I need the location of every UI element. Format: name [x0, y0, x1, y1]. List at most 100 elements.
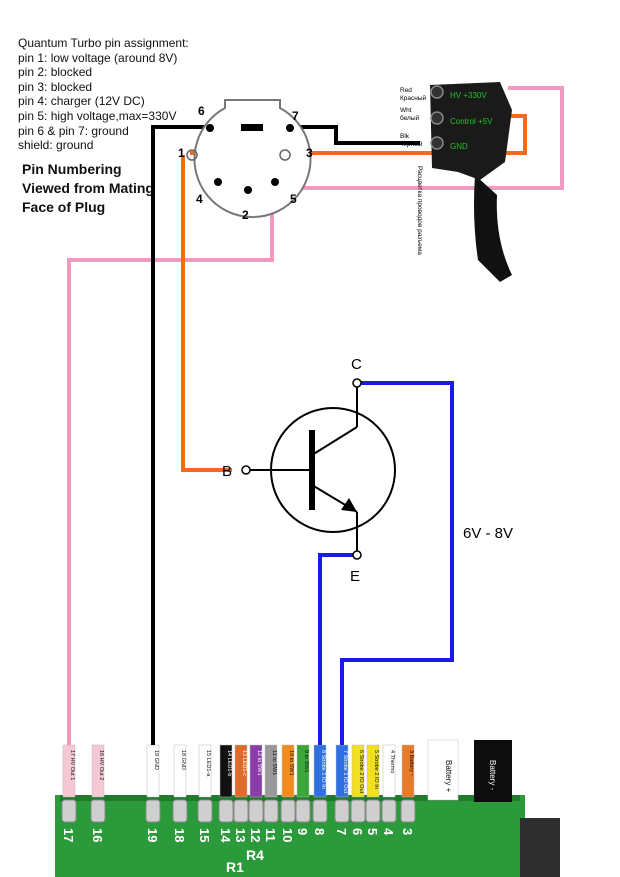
pcb-solder-pads — [61, 799, 416, 823]
cable-side-text: Расцветка проводов разъема — [416, 166, 423, 255]
wire-tag-sleeve — [173, 744, 187, 798]
wire-tag-sleeve — [401, 744, 415, 798]
emitter-arrow — [341, 498, 357, 512]
ground-wire-right — [278, 125, 420, 145]
pin-num-2: 2 — [242, 208, 249, 222]
plug-pin-black — [430, 136, 444, 150]
solder-pad — [280, 799, 296, 823]
socket-pin-3 — [279, 149, 291, 161]
control-tag-text: Control +5V — [450, 117, 493, 126]
silk-r4: R4 — [246, 847, 264, 863]
cable-body — [474, 175, 512, 282]
solder-pad — [365, 799, 381, 823]
wire-tag-sleeve — [366, 744, 380, 798]
wire-tag-text: 15 LED1-a — [205, 750, 211, 777]
board-pin-number: 17 — [61, 828, 76, 842]
pin-numbering-note: Pin Numbering Viewed from Mating Face of… — [22, 160, 154, 217]
wire-tag: 9 to SW1 — [296, 744, 310, 798]
pin-assignment-line: pin 3: blocked — [18, 79, 93, 94]
numbering-line: Pin Numbering — [22, 161, 122, 177]
socket-pin-2 — [244, 186, 252, 194]
wire-tag-text: 11 to SW1 — [271, 750, 277, 775]
board-pin-number: 14 — [218, 828, 233, 843]
voltage-label: 6V - 8V — [463, 525, 513, 542]
pin-assignment-line: pin 5: high voltage,max=330V — [18, 108, 177, 123]
ground-wire — [151, 125, 225, 745]
wire-tag-sleeve — [382, 744, 396, 798]
wire-tag-text: 3 Battery ~ — [408, 750, 414, 777]
solder-pad — [263, 799, 279, 823]
solder-pad — [334, 799, 350, 823]
emitter-wire — [318, 553, 357, 745]
wire-tag: 12 to SW1 — [249, 744, 263, 798]
battery-plus-label: Battery + — [444, 760, 453, 793]
silk-r1: R1 — [226, 859, 244, 875]
socket-pin-7 — [286, 124, 294, 132]
pcb-wire-tags: 17 HV Out 1 16 HV Out 2 19 GND 18 GND 15 LED… — [62, 744, 415, 798]
board-pin-number: 12 — [248, 828, 263, 842]
wire-tag: 8 Strobe 1 IO In — [313, 744, 327, 798]
board-pin-number: 3 — [400, 828, 415, 835]
pin-assignment-line: pin 4: charger (12V DC) — [18, 94, 145, 109]
wire-tag-text: 12 to SW1 — [256, 750, 262, 776]
wire-tag: 10 to SW1 — [281, 744, 295, 798]
black-label: Blk — [400, 133, 410, 140]
wire-tag-text: 18 GND — [180, 750, 186, 770]
wire-tag: 18 GND — [173, 744, 187, 798]
base-label: B — [222, 463, 232, 480]
pin-assignment-line: pin 2: blocked — [18, 65, 93, 80]
wire-tag: 19 GND — [146, 744, 160, 798]
wire-tag: 13 LED1-c — [234, 744, 248, 798]
socket-pin-4 — [214, 178, 222, 186]
solder-pad — [218, 799, 234, 823]
wire-tag: 16 HV Out 2 — [91, 744, 105, 798]
battery-plus-wire — [427, 739, 459, 801]
solder-pad — [248, 799, 264, 823]
wire-tag-text: 19 GND — [153, 750, 159, 770]
hv-tag-text: HV +330V — [450, 91, 487, 100]
solder-pad — [61, 799, 77, 823]
wire-tag-text: 16 HV Out 2 — [98, 750, 104, 780]
collector-terminal — [352, 378, 362, 388]
din-socket: 6 7 1 3 4 2 5 — [178, 99, 313, 222]
board-pin-number: 8 — [312, 828, 327, 835]
plug-housing — [430, 82, 512, 180]
socket-pin-1 — [186, 149, 198, 161]
wire-tag: 5 Strobe 2 IO In — [366, 744, 380, 798]
board-pin-number: 4 — [381, 828, 396, 836]
plug-pin-red — [430, 85, 444, 99]
battery-minus-tag: Battery - — [474, 740, 512, 802]
npn-transistor: C B E 6V - 8V — [222, 356, 513, 585]
board-pin-number: 7 — [334, 828, 349, 835]
socket-pin-5 — [271, 178, 279, 186]
wire-tag-sleeve — [249, 744, 263, 798]
collector-leg — [311, 426, 358, 456]
board-pin-number: 10 — [280, 828, 295, 842]
wire-tag-sleeve — [198, 744, 212, 798]
pin-assignment-heading: Quantum Turbo pin assignment: — [18, 36, 189, 50]
socket-pin-6 — [206, 124, 214, 132]
pin-num-5: 5 — [290, 192, 297, 206]
wire-tag-text: 6 Strobe 2 IO Out — [358, 750, 364, 794]
board-pin-number: 18 — [172, 828, 187, 842]
board-pin-number: 19 — [145, 828, 160, 842]
wire-tag-text: 5 Strobe 2 IO In — [373, 750, 379, 789]
red-label: Red — [400, 87, 412, 94]
wire-tag-text: 4 Thermo — [389, 750, 395, 773]
socket-outline — [193, 99, 312, 218]
cable-plug: HV +330V Control +5V GND Red Красный Wht… — [400, 82, 512, 282]
wire-tag: 6 Strobe 2 IO Out — [351, 744, 365, 798]
wire-tag-sleeve — [296, 744, 310, 798]
solder-pad — [295, 799, 311, 823]
numbering-line: Viewed from Mating — [22, 180, 154, 196]
black-label-ru: чёрный — [400, 140, 423, 148]
solder-pad — [197, 799, 213, 823]
collector-label: C — [351, 356, 362, 373]
wire-tag: 17 HV Out 1 — [62, 744, 76, 798]
board-pin-number: 15 — [197, 828, 212, 842]
pin-assignment-line: shield: ground — [18, 138, 94, 153]
emitter-terminal — [352, 550, 362, 560]
emitter-label: E — [350, 568, 360, 585]
wire-tag: 3 Battery ~ — [401, 744, 415, 798]
battery-plus-tag: Battery + — [427, 739, 459, 801]
